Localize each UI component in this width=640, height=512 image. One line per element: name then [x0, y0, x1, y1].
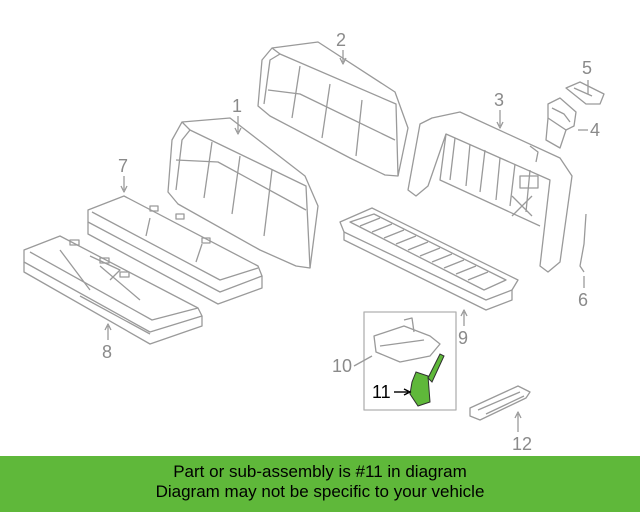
callout-2: 2 [336, 30, 346, 50]
callout-12: 12 [512, 434, 532, 454]
callout-7: 7 [118, 156, 128, 176]
callout-6: 6 [578, 290, 588, 310]
callout-5: 5 [582, 58, 592, 78]
part-4-bracket [545, 97, 577, 149]
leader-lines [104, 50, 589, 432]
part-5-cover [565, 81, 605, 105]
part-2-seat-back-cushion [257, 41, 409, 177]
callout-9: 9 [458, 328, 468, 348]
banner-line-part: Part or sub-assembly is #11 in diagram [173, 462, 467, 481]
part-9-seat-pan [339, 207, 519, 311]
callout-4: 4 [590, 120, 600, 140]
parts-diagram: 2 1 5 3 4 7 6 9 8 10 11 12 [23, 30, 605, 454]
notice-banner: Part or sub-assembly is #11 in diagram D… [0, 456, 640, 512]
callout-11: 11 [372, 382, 391, 402]
part-7-seat-cushion [87, 195, 263, 305]
callout-3: 3 [494, 90, 504, 110]
part-8-cushion-frame [23, 235, 203, 345]
part-1-seat-back [167, 117, 319, 269]
callout-1: 1 [232, 96, 242, 116]
callout-10: 10 [332, 356, 352, 376]
part-6-rod [579, 213, 587, 273]
part-12-rail [469, 385, 531, 421]
callout-8: 8 [102, 342, 112, 362]
banner-line-disclaimer: Diagram may not be specific to your vehi… [155, 482, 485, 501]
part-3-seat-back-frame [407, 111, 573, 273]
part-11-highlighted [394, 353, 445, 407]
